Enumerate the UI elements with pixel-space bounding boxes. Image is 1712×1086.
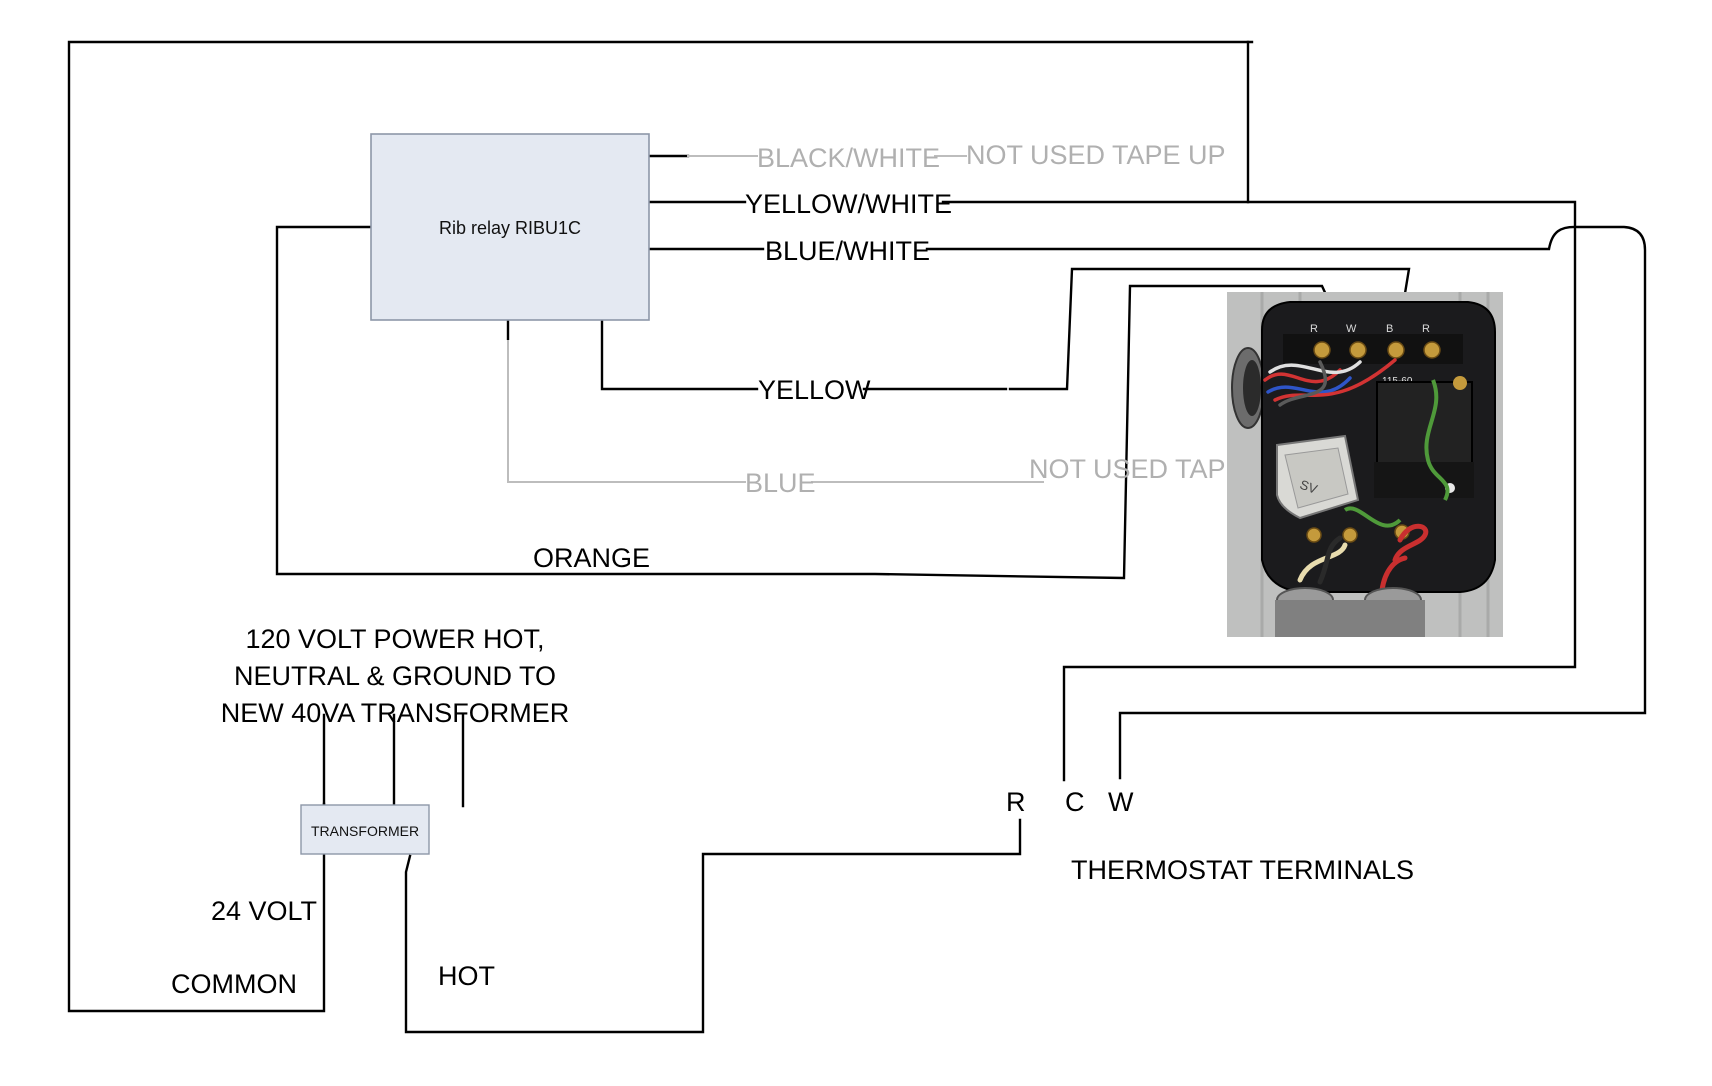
active-wires xyxy=(67,40,1647,1034)
label-hot: HOT xyxy=(438,961,495,991)
terminal-w: W xyxy=(1108,787,1134,817)
label-blue-white: BLUE/WHITE xyxy=(765,236,930,266)
control-box-photo: R W B R 115-60 SV xyxy=(1227,292,1503,637)
wire-orange xyxy=(275,225,1347,580)
label-common: COMMON xyxy=(171,969,297,999)
power-note-line-2: NEUTRAL & GROUND TO xyxy=(234,661,556,691)
label-not-used-tape: NOT USED TAPE xyxy=(1029,454,1244,484)
wire-yellow xyxy=(600,267,1411,391)
relay-label: Rib relay RIBU1C xyxy=(439,218,581,238)
unused-wires xyxy=(507,155,1044,483)
wire-blue xyxy=(507,319,1044,483)
label-24-volt: 24 VOLT xyxy=(211,896,317,926)
thermostat-caption: THERMOSTAT TERMINALS xyxy=(1071,855,1414,885)
transformer-label: TRANSFORMER xyxy=(311,823,419,839)
thermostat-terminals: R C W THERMOSTAT TERMINALS xyxy=(1006,787,1414,885)
wire-outer-loop xyxy=(67,40,1254,1013)
label-not-used-tape-up: NOT USED TAPE UP xyxy=(966,140,1226,170)
photo-terminal-b: B xyxy=(1386,323,1393,335)
wire-blue-white xyxy=(646,225,1647,780)
power-note-line-3: NEW 40VA TRANSFORMER xyxy=(221,698,570,728)
wire-hot xyxy=(404,818,1022,1034)
photo-sv-label: SV xyxy=(1298,477,1320,497)
power-note: 120 VOLT POWER HOT, NEUTRAL & GROUND TO … xyxy=(221,624,570,728)
photo-terminal-w: W xyxy=(1346,323,1357,335)
relay-box: Rib relay RIBU1C xyxy=(370,133,650,321)
power-note-line-1: 120 VOLT POWER HOT, xyxy=(245,624,544,654)
wire-yellow-white xyxy=(646,200,1577,782)
label-black-white: BLACK/WHITE xyxy=(757,143,940,173)
label-yellow-white: YELLOW/WHITE xyxy=(745,189,952,219)
photo-terminal-r2: R xyxy=(1422,323,1430,335)
photo-terminal-r1: R xyxy=(1310,323,1318,335)
terminal-r: R xyxy=(1006,787,1026,817)
terminal-c: C xyxy=(1065,787,1085,817)
transformer-box: TRANSFORMER xyxy=(300,804,430,855)
label-orange: ORANGE xyxy=(533,543,650,573)
label-yellow: YELLOW xyxy=(758,375,871,405)
label-blue: BLUE xyxy=(745,468,816,498)
